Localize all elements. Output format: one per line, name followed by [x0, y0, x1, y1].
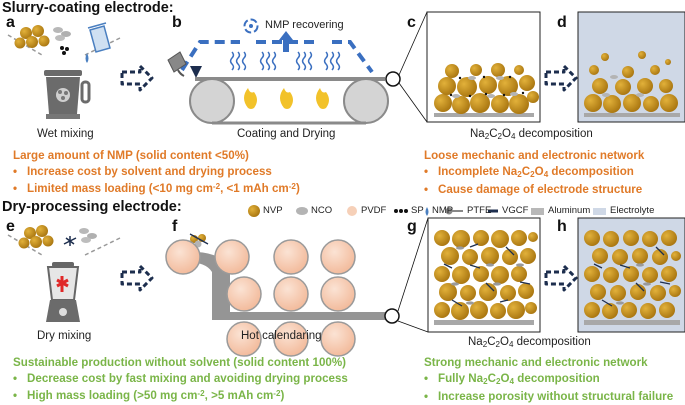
recycle-icon: [243, 18, 259, 34]
caption-decomposition-bottom: Na2C2O4 decomposition: [468, 336, 591, 349]
wet-mixing-illustration: [7, 22, 121, 119]
calender-rollers: [165, 239, 356, 357]
legend-nmp: NMP: [432, 205, 454, 216]
electrode-cross-section-c: [426, 11, 541, 123]
current-collector-foil: [195, 77, 385, 81]
panel-label-g: g: [407, 218, 417, 235]
legend-sp: SP: [411, 205, 424, 216]
dry-network-item: •Increase porosity without structural fa…: [424, 390, 674, 404]
slurry-network-item: •Cause damage of electrode structure: [424, 183, 643, 197]
caption-hot-calendaring: Hot calendaring: [241, 330, 322, 342]
legend-markers: [248, 205, 606, 217]
panel-label-a: a: [6, 14, 15, 31]
dry-benefits-list: Sustainable production without solvent (…: [13, 355, 348, 404]
nco-pellets-icon: [53, 27, 71, 41]
flow-arrow-icon: [120, 64, 578, 292]
coating-drying-illustration: [167, 11, 428, 125]
legend-nco: NCO: [311, 205, 333, 216]
caption-decomposition-top: Na2C2O4 decomposition: [470, 128, 593, 141]
caption-wet-mixing: Wet mixing: [37, 128, 94, 140]
panel-label-f: f: [172, 218, 178, 235]
slurry-kettle-icon: [167, 51, 187, 77]
hot-calendaring-illustration: [165, 217, 429, 357]
slurry-network-list: Loose mechanic and electronic network •I…: [424, 148, 644, 198]
legend-electrolyte: Electrolyte: [610, 205, 655, 216]
electrode-film: [183, 251, 388, 320]
panel-label-e: e: [6, 218, 15, 235]
slurry-network-heading: Loose mechanic and electronic network: [424, 149, 645, 162]
legend-aluminum: Aluminum: [548, 205, 591, 216]
legend-vgcf: VGCF: [502, 205, 529, 216]
electrode-cross-section-g: [427, 217, 541, 333]
legend-nvp: NVP: [263, 205, 283, 216]
legend-ptfe: PTFE: [467, 205, 492, 216]
panel-label-c: c: [407, 14, 416, 31]
nmp-recovering-label: NMP recovering: [265, 19, 344, 31]
slurry-drawback-item: •Increase cost by solvent and drying pro…: [13, 164, 272, 178]
mixer-jar-icon: [44, 70, 91, 119]
dry-network-heading: Strong mechanic and electronic network: [424, 356, 648, 369]
flame-icon: [244, 88, 329, 109]
dry-network-list: Strong mechanic and electronic network •…: [424, 355, 673, 405]
electrode-cross-section-d: [577, 11, 685, 123]
zoom-circle: [385, 71, 401, 87]
nvp-particle-pile-icon: [18, 225, 54, 249]
slurry-drawback-item: •Limited mass loading (<10 mg cm-2, <1 m…: [13, 182, 300, 196]
dry-benefit-heading: Sustainable production without solvent (…: [13, 356, 347, 369]
roller-left: [189, 78, 235, 124]
dry-benefit-item: •High mass loading (>50 mg cm-2, >5 mAh …: [13, 389, 285, 403]
vapor-waves-icon: [229, 51, 341, 71]
slurry-network-item: •Incomplete Na2C2O4 decomposition: [424, 164, 634, 179]
zoom-circle: [384, 308, 400, 324]
slurry-section-title: Slurry-coating electrode:: [2, 0, 174, 16]
carbon-nanofiber-icon: [63, 236, 77, 246]
dry-mixing-illustration: [7, 225, 121, 322]
panel-label-b: b: [172, 14, 182, 31]
dry-network-item: •Fully Na2C2O4 decomposition: [424, 371, 600, 386]
electrode-cross-section-h: [577, 217, 685, 333]
dry-section-title: Dry-processing electrode:: [2, 199, 182, 215]
powder-hopper-icon: [189, 233, 209, 248]
caption-dry-mixing: Dry mixing: [37, 330, 92, 342]
panel-label-h: h: [557, 218, 567, 235]
slurry-drawbacks-list: Large amount of NMP (solid content <50%)…: [13, 148, 300, 197]
dry-benefit-item: •Decrease cost by fast mixing and avoidi…: [13, 371, 348, 385]
nco-pellets-icon: [79, 228, 97, 243]
panel-label-d: d: [557, 14, 567, 31]
slurry-drawback-heading: Large amount of NMP (solid content <50%): [13, 149, 249, 162]
legend-pvdf: PVDF: [361, 205, 387, 216]
caption-coating-drying: Coating and Drying: [237, 128, 336, 140]
nvp-particle-pile-icon: [14, 25, 50, 49]
carbon-black-icon: [60, 46, 69, 55]
blender-icon: [46, 262, 80, 322]
nmp-beaker-icon: [85, 22, 111, 63]
roller-right: [343, 78, 389, 124]
